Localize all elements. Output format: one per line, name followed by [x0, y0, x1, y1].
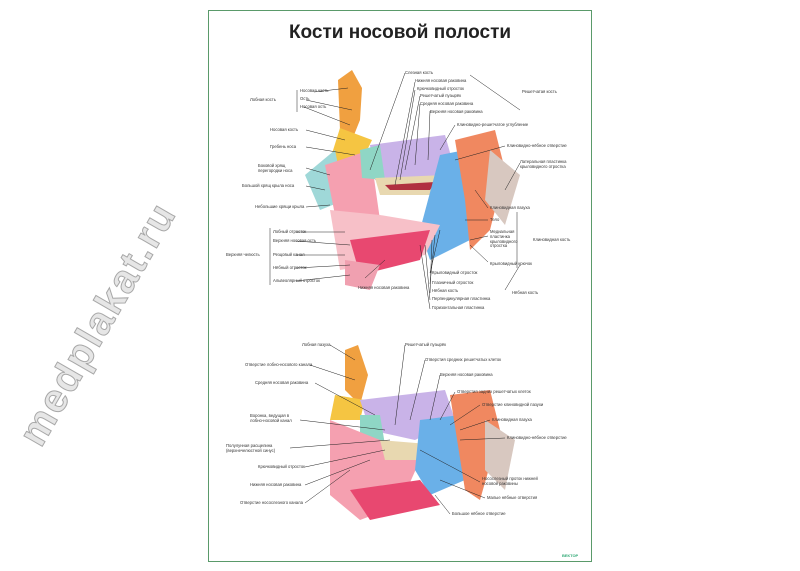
- label: Воронка, ведущая в лобно-носовой канал: [250, 413, 292, 423]
- top-diagram: [305, 70, 520, 290]
- label: Большое нёбное отверстие: [452, 511, 506, 516]
- label: Клиновидная пазуха: [492, 417, 532, 422]
- label: Резцовый канал: [273, 252, 305, 257]
- label: Глазничный отросток: [432, 280, 474, 285]
- label: Отверстия задних решетчатых клеток: [457, 389, 531, 394]
- label: Средняя носовая раковина: [420, 101, 474, 106]
- label: Отверстия средних решетчатых клеток: [425, 357, 502, 362]
- label: Полулунная расщелина (верхнечелюстной си…: [226, 443, 276, 453]
- label: Медиальная пластинка крыловидного отрост…: [490, 229, 518, 249]
- label: Нёбная кость: [512, 290, 539, 295]
- label: Нёбная кость: [432, 288, 459, 293]
- label: Решетчатая кость: [522, 89, 557, 94]
- label: Клиновидная пазуха: [490, 205, 530, 210]
- label: Верхняя челюсть: [226, 252, 260, 257]
- label: Верхняя носовая раковина: [440, 372, 493, 377]
- bottom-diagram: [330, 345, 515, 520]
- label: Небольшие хрящи крыла: [255, 204, 305, 209]
- label: Верхняя носовая раковина: [430, 109, 483, 114]
- label: Гребень носа: [270, 144, 297, 149]
- label: Лобная пазуха: [302, 342, 331, 347]
- label: Нижняя носовая раковина: [358, 285, 410, 290]
- label: Латеральная пластинка крыловидного отрос…: [520, 159, 567, 169]
- label: Крыловидный отросток: [432, 270, 478, 275]
- label: Носовая часть: [300, 88, 329, 93]
- label: Отверстие лобно-носового канала: [245, 362, 313, 367]
- label: Малые нёбные отверстия: [487, 495, 538, 500]
- label: Ость: [300, 96, 310, 101]
- label: Верхняя носовая ость: [273, 238, 317, 243]
- label: Отверстие носослезного канала: [240, 500, 303, 505]
- label: Нёбный отросток: [273, 265, 307, 270]
- label: Нижняя носовая раковина: [250, 482, 302, 487]
- label: Слезная кость: [405, 70, 434, 75]
- label: Лобный отросток: [273, 229, 307, 234]
- label: Лобная кость: [250, 97, 276, 102]
- label: Крючковидный отросток: [258, 464, 305, 469]
- label: Носовая кость: [270, 127, 299, 132]
- leader-lines: [269, 72, 521, 515]
- label: Нижняя носовая раковина: [415, 78, 467, 83]
- label: Клиновидно-решетчатое углубление: [457, 122, 529, 127]
- label: Перпендикулярная пластинка: [432, 296, 491, 301]
- label: Тело: [490, 217, 500, 222]
- label: Клиновидно-нёбное отверстие: [507, 143, 567, 148]
- label: Клиновидно-нёбное отверстие: [507, 435, 567, 440]
- label: Крыловидный крючок: [490, 261, 532, 266]
- label: Решетчатый пузырёк: [420, 93, 462, 98]
- poster-title: Кости носовой полости: [288, 22, 512, 43]
- label: Альвеолярный отросток: [273, 278, 320, 283]
- label: Носовая ость: [300, 104, 327, 109]
- label: Большой хрящ крыла носа: [242, 183, 295, 188]
- label: Носослезный проток нижней носовой ракови…: [482, 476, 538, 486]
- label: Решетчатый пузырёк: [405, 342, 447, 347]
- label: Средняя носовая раковина: [255, 380, 309, 385]
- label: Боковой хрящ перегородки носа: [258, 163, 293, 173]
- label: Горизонтальная пластинка: [432, 305, 485, 310]
- publisher-logo: ВЕКТОР: [562, 553, 579, 558]
- label: Отверстие клиновидной пазухи: [482, 402, 544, 407]
- label: Клиновидная кость: [533, 237, 571, 242]
- label: Крючковидный отросток: [417, 86, 464, 91]
